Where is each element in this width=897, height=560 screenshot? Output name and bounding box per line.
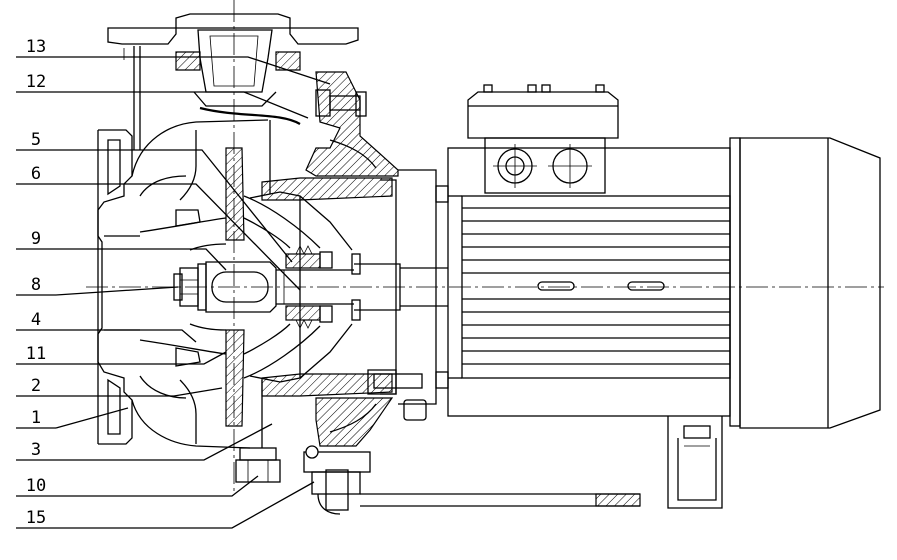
pump-foot [303,445,641,515]
part-labels: 13 12 5 6 9 8 4 11 2 1 3 10 [16,37,331,529]
volute-casing [131,119,269,449]
part-label-11: 11 [26,344,46,364]
mechanical-seal [285,245,361,329]
part-label-6: 6 [31,164,41,184]
part-label-5: 5 [31,130,41,150]
part-label-3: 3 [31,440,41,460]
part-label-8: 8 [31,275,41,295]
motor-foot [667,416,723,509]
fan-cover [729,137,881,429]
pump [97,13,641,515]
part-label-15: 15 [26,508,46,528]
terminal-box [467,84,619,194]
part-label-9: 9 [31,229,41,249]
motor-body [435,147,731,417]
impeller [139,147,291,427]
part-label-12: 12 [26,72,46,92]
part-label-10: 10 [26,476,46,496]
motor-bracket [261,71,437,447]
drain-plug [235,447,281,483]
part-label-2: 2 [31,376,41,396]
bolts [315,89,427,421]
motor [435,84,881,509]
part-label-4: 4 [31,310,41,330]
part-label-1: 1 [31,408,41,428]
part-label-13: 13 [26,37,46,57]
